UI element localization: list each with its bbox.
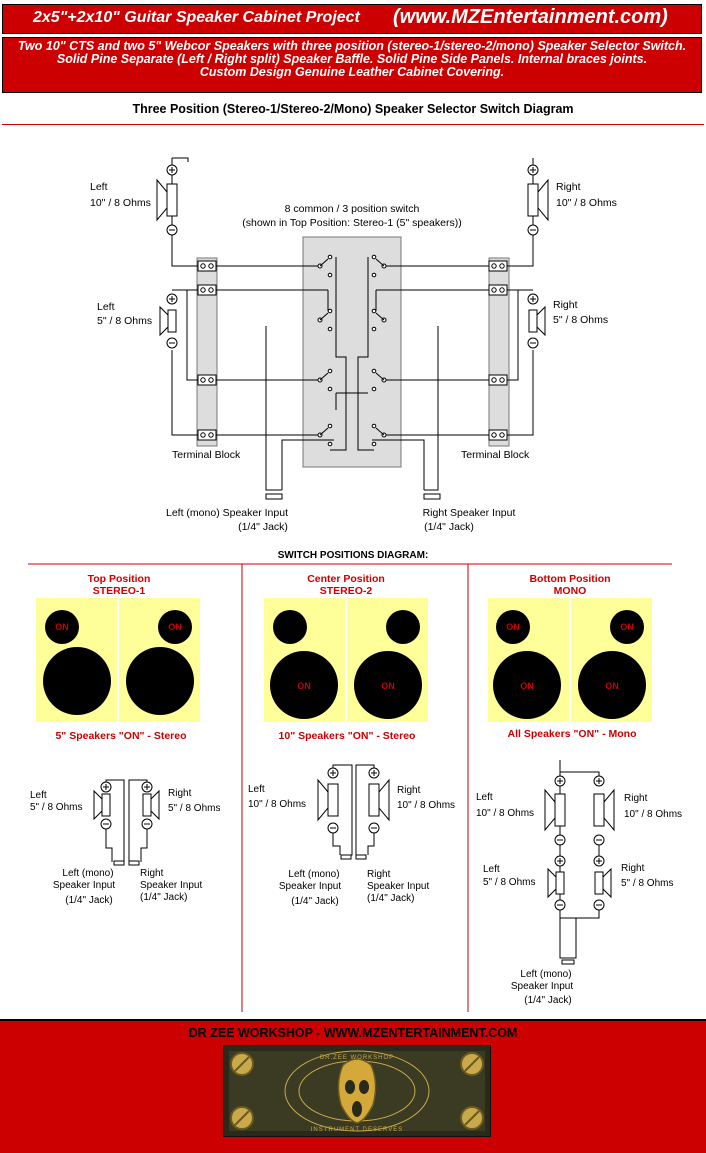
col1-right-spec: 5" / 8 Ohms	[168, 803, 220, 814]
col3-left-bottom-spec: 5" / 8 Ohms	[483, 877, 535, 888]
speaker-right-5-icon	[528, 306, 546, 336]
description-line: Custom Design Genuine Leather Cabinet Co…	[199, 65, 505, 79]
col1-right-name: Right	[168, 788, 192, 799]
logo-lettering: DR.ZEE WORKSHOP	[320, 1055, 394, 1061]
on-label: ON	[506, 622, 520, 632]
screw-icon	[460, 1052, 484, 1076]
col2-left-input-2: Speaker Input	[279, 881, 341, 892]
description-line: Solid Pine Separate (Left / Right split)…	[56, 52, 648, 66]
description-line: Two 10" CTS and two 5" Webcor Speakers w…	[17, 39, 687, 53]
col1-left-spec: 5" / 8 Ohms	[30, 802, 82, 813]
right-input-label: Right Speaker Input	[423, 507, 516, 519]
col1-right-input-3: (1/4" Jack)	[140, 892, 187, 903]
col2-right-name: Right	[397, 785, 421, 796]
label-left-5-spec: 5" / 8 Ohms	[97, 315, 152, 327]
col2-left-input: Left (mono)	[288, 869, 339, 880]
col3-left-top-spec: 10" / 8 Ohms	[476, 808, 534, 819]
on-label: ON	[620, 622, 634, 632]
logo-lettering: INSTRUMENT DESERVES	[311, 1127, 403, 1133]
col3-right-bottom-spec: 5" / 8 Ohms	[621, 878, 673, 889]
label-right-10-spec: 10" / 8 Ohms	[556, 197, 617, 209]
right-jack-icon	[423, 493, 441, 500]
screw-icon	[460, 1106, 484, 1130]
title-bar: 2x5"+2x10" Guitar Speaker Cabinet Projec…	[2, 4, 702, 34]
caption-center: 10" Speakers "ON" - Stereo	[279, 730, 416, 742]
diagram-title: Three Position (Stereo-1/Stereo-2/Mono) …	[132, 102, 574, 116]
col3-right-bottom-name: Right	[621, 863, 645, 874]
label-right-5-name: Right	[553, 299, 578, 311]
on-label: ON	[297, 681, 311, 691]
position-subtitle-top: STEREO-1	[93, 585, 146, 597]
on-label: ON	[168, 622, 182, 632]
col2-right-input-3: (1/4" Jack)	[367, 893, 414, 904]
col1-left-input-2: Speaker Input	[53, 880, 115, 891]
left-jack-icon	[265, 493, 283, 500]
mask-icon	[337, 1058, 377, 1124]
col3-right-top-name: Right	[624, 793, 648, 804]
on-label: ON	[605, 681, 619, 691]
label-left-5-name: Left	[97, 301, 115, 313]
wiring-diagram: Left 10" / 8 Ohms Right 10" / 8 Ohms Lef…	[28, 157, 682, 1012]
col1-left-name: Left	[30, 790, 47, 801]
terminal-block-right	[488, 257, 510, 447]
col3-right-top-spec: 10" / 8 Ohms	[624, 809, 682, 820]
screw-icon	[230, 1052, 254, 1076]
project-description: Two 10" CTS and two 5" Webcor Speakers w…	[2, 37, 702, 93]
position-title-bottom: Bottom Position	[529, 573, 610, 585]
main-wiring	[171, 157, 534, 491]
col2-left-name: Left	[248, 784, 265, 795]
col3-mono-input-2: Speaker Input	[511, 981, 573, 992]
col1-right-input: Right	[140, 868, 164, 879]
col3-left-bottom-name: Left	[483, 864, 500, 875]
footer-text[interactable]: DR ZEE WORKSHOP - WWW.MZENTERTAINMENT.CO…	[188, 1026, 518, 1040]
position-subtitle-center: STEREO-2	[320, 585, 373, 597]
dr-zee-logo: DR.ZEE WORKSHOP INSTRUMENT DESERVES	[223, 1045, 491, 1137]
position-title-top: Top Position	[88, 573, 151, 585]
terminal-block-left-label: Terminal Block	[172, 449, 241, 461]
cabinet-panel-center	[264, 598, 428, 722]
switch-sublabel: (shown in Top Position: Stereo-1 (5" spe…	[242, 217, 461, 229]
col3-mono-input-3: (1/4" Jack)	[524, 995, 571, 1006]
caption-bottom: All Speakers "ON" - Mono	[508, 728, 637, 740]
col3-left-top-name: Left	[476, 792, 493, 803]
label-right-5-spec: 5" / 8 Ohms	[553, 314, 608, 326]
left-input-label: Left (mono) Speaker Input	[166, 507, 288, 519]
cabinet-panel-bottom	[488, 598, 652, 722]
right-input-jack: (1/4" Jack)	[424, 521, 474, 533]
position-title-center: Center Position	[307, 573, 385, 585]
on-label: ON	[381, 681, 395, 691]
col1-right-input-2: Speaker Input	[140, 880, 202, 891]
speaker-right-10-icon	[527, 179, 549, 221]
left-input-jack: (1/4" Jack)	[238, 521, 288, 533]
cabinet-panel-top	[36, 598, 200, 722]
switch-label: 8 common / 3 position switch	[285, 203, 420, 215]
label-left-10-name: Left	[90, 181, 108, 193]
speaker-left-5-icon	[159, 306, 177, 336]
page-header: 2x5"+2x10" Guitar Speaker Cabinet Projec…	[0, 0, 706, 93]
on-label: ON	[520, 681, 534, 691]
speaker-left-10-icon	[156, 179, 178, 221]
caption-top: 5" Speakers "ON" - Stereo	[55, 730, 186, 742]
page-title: 2x5"+2x10" Guitar Speaker Cabinet Projec…	[33, 9, 360, 26]
terminal-block-left	[196, 257, 218, 447]
label-right-10-name: Right	[556, 181, 581, 193]
col2-right-input: Right	[367, 869, 391, 880]
position-subtitle-bottom: MONO	[554, 585, 587, 597]
col2-right-input-2: Speaker Input	[367, 881, 429, 892]
site-url[interactable]: (www.MZEntertainment.com)	[393, 6, 668, 28]
terminal-block-right-label: Terminal Block	[461, 449, 530, 461]
col3-mono-input: Left (mono)	[520, 969, 571, 980]
col1-left-input: Left (mono)	[62, 868, 113, 879]
col2-right-spec: 10" / 8 Ohms	[397, 800, 455, 811]
label-left-10-spec: 10" / 8 Ohms	[90, 197, 151, 209]
divider	[2, 124, 704, 125]
screw-icon	[230, 1106, 254, 1130]
page-footer: DR ZEE WORKSHOP - WWW.MZENTERTAINMENT.CO…	[0, 1019, 706, 1153]
on-label: ON	[55, 622, 69, 632]
col2-left-spec: 10" / 8 Ohms	[248, 799, 306, 810]
positions-heading: SWITCH POSITIONS DIAGRAM:	[278, 550, 429, 561]
col1-left-input-3: (1/4" Jack)	[65, 895, 112, 906]
col2-left-input-3: (1/4" Jack)	[291, 896, 338, 907]
selector-switch-body	[302, 236, 402, 468]
